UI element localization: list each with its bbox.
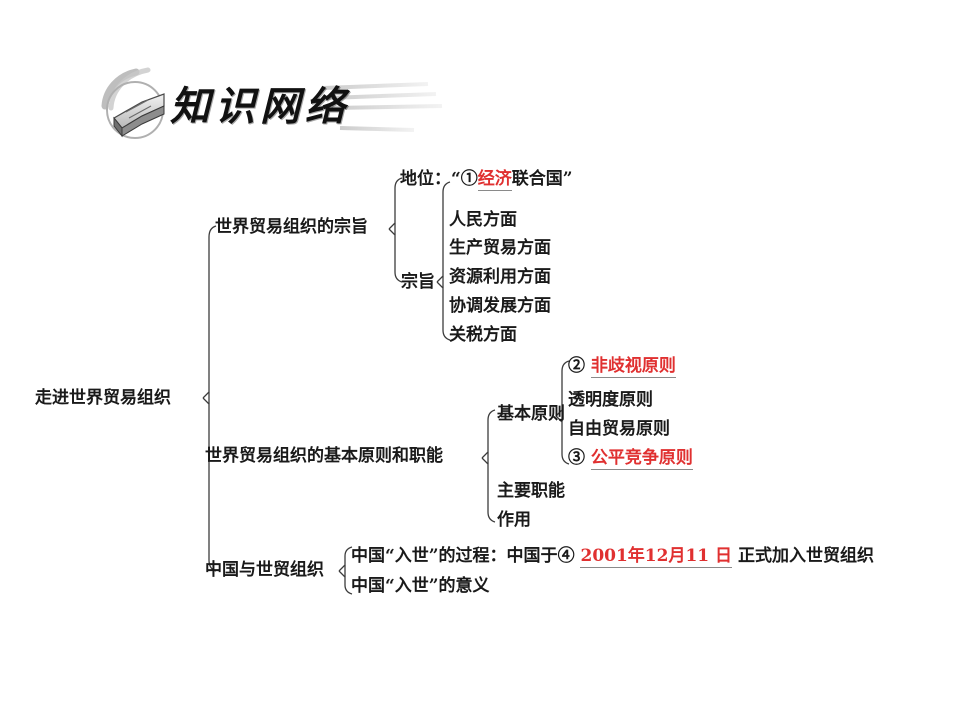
- brace-root-top: [202, 225, 217, 399]
- status-line: 地位：“①经济联合国”: [400, 169, 573, 191]
- accession-suffix: 正式加入世贸组织: [737, 546, 874, 566]
- principle-transparency: 透明度原则: [568, 390, 653, 410]
- open-book-icon: [101, 67, 443, 139]
- status-suffix: 联合国”: [511, 169, 573, 189]
- branch-2-label: 世界贸易组织的基本原则和职能: [205, 446, 443, 466]
- marker-2: ②: [568, 356, 585, 376]
- marker-4: ④: [557, 546, 575, 566]
- status-highlight: 经济: [477, 169, 512, 191]
- role-label: 作用: [497, 510, 531, 530]
- purpose-item-tariff: 关税方面: [449, 325, 517, 345]
- brace-b2-bottom: [481, 457, 496, 523]
- marker-1: ①: [460, 169, 478, 189]
- wto-accession-significance: 中国“入世”的意义: [351, 576, 490, 596]
- branch-1-label: 世界贸易组织的宗旨: [215, 217, 368, 237]
- status-prefix: 地位：“: [400, 169, 461, 189]
- basic-principles-group-label: 基本原则: [497, 404, 565, 424]
- purpose-item-coordinated-development: 协调发展方面: [449, 296, 551, 316]
- accession-date: 2001年12月11 日: [580, 546, 733, 568]
- principle-non-discrimination-text: 非歧视原则: [590, 356, 676, 378]
- wto-accession-process-line: 中国“入世”的过程：中国于④ 2001年12月11 日 正式加入世贸组织: [351, 546, 874, 568]
- accession-prefix: 中国“入世”的过程：中国于: [351, 546, 558, 566]
- principle-fair-competition-text: 公平竞争原则: [590, 448, 693, 470]
- page-title: 知识网络: [170, 83, 350, 130]
- main-functions-label: 主要职能: [497, 481, 565, 501]
- brace-root-bottom: [202, 397, 217, 572]
- marker-3: ③: [568, 448, 585, 468]
- purpose-group-label: 宗旨: [401, 272, 435, 292]
- principle-free-trade: 自由贸易原则: [568, 419, 670, 439]
- brace-b2-top: [481, 409, 496, 459]
- root-node: 走进世界贸易组织: [35, 388, 171, 408]
- principle-non-discrimination: ② 非歧视原则: [568, 356, 676, 378]
- purpose-item-production-trade: 生产贸易方面: [449, 238, 551, 258]
- branch-3-label: 中国与世贸组织: [205, 560, 324, 580]
- purpose-item-resource-use: 资源利用方面: [449, 267, 551, 287]
- header-banner: 知识网络: [92, 62, 452, 150]
- purpose-item-people: 人民方面: [449, 210, 517, 230]
- principle-fair-competition: ③ 公平竞争原则: [568, 448, 693, 470]
